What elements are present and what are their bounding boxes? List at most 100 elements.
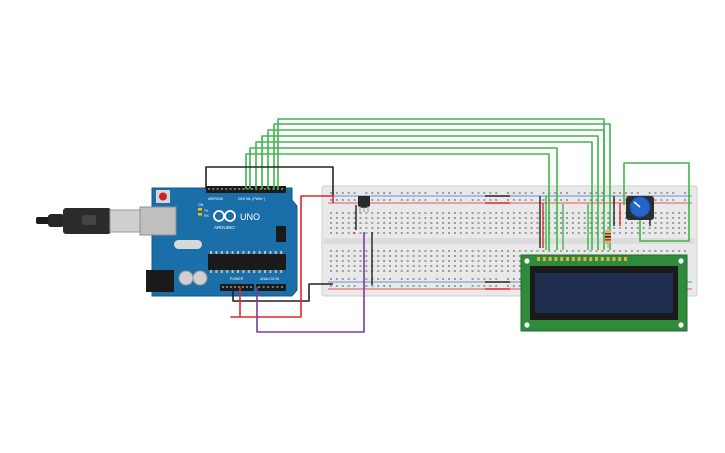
breadboard-hole <box>524 250 527 252</box>
breadboard-hole <box>489 255 492 257</box>
breadboard-hole <box>672 227 675 229</box>
breadboard-hole <box>577 232 580 234</box>
digital-header[interactable] <box>206 186 286 193</box>
breadboard-hole <box>501 212 504 214</box>
breadboard-hole <box>365 232 368 234</box>
chip-pin <box>231 270 234 273</box>
lcd-mount-hole-tl <box>524 258 530 264</box>
breadboard-hole <box>359 260 362 262</box>
breadboard-hole <box>418 222 421 224</box>
breadboard-hole <box>383 255 386 257</box>
lcd-mount-hole-br <box>678 322 684 328</box>
lcd-pin <box>548 257 552 261</box>
breadboard-hole <box>359 212 362 214</box>
chip-pin <box>258 251 261 254</box>
rail-hole <box>583 199 586 201</box>
potentiometer[interactable] <box>626 196 654 220</box>
breadboard-hole <box>347 222 350 224</box>
chip-pin <box>274 270 277 273</box>
wire-green-d11[interactable] <box>249 147 558 250</box>
analog-pin <box>276 286 279 288</box>
wire-black-gnd-bottom[interactable] <box>232 283 333 302</box>
rail-hole <box>560 199 563 201</box>
breadboard-hole <box>389 212 391 214</box>
breadboard-hole <box>424 217 427 219</box>
wire-green-d5[interactable] <box>255 141 593 250</box>
breadboard-hole <box>341 232 344 234</box>
breadboard-hole <box>566 250 568 252</box>
chip-pin <box>220 270 223 273</box>
rail-hole <box>412 199 415 201</box>
breadboard-hole <box>512 232 515 234</box>
breadboard-hole <box>660 227 663 229</box>
resistor[interactable] <box>605 226 611 248</box>
on-led-label: ON <box>198 203 204 207</box>
breadboard-hole <box>619 232 622 234</box>
breadboard-hole <box>583 227 586 229</box>
rail-hole <box>365 192 368 194</box>
analog-header[interactable] <box>256 284 286 291</box>
breadboard-hole <box>601 227 604 229</box>
rail-hole <box>524 199 527 201</box>
breadboard-hole <box>583 232 586 234</box>
wire-black-gnd-top[interactable] <box>205 166 334 196</box>
rail-hole <box>613 192 616 194</box>
rail-hole <box>412 278 415 280</box>
rail-hole <box>365 278 368 280</box>
chip-pin <box>237 270 239 273</box>
usb-cable[interactable] <box>36 208 143 234</box>
breadboard-hole <box>365 222 368 224</box>
breadboard-hole <box>501 250 504 252</box>
breadboard-hole <box>625 222 627 224</box>
rail-hole <box>589 199 592 201</box>
breadboard-hole <box>394 255 397 257</box>
lcd-16x2[interactable] <box>520 254 688 332</box>
power-pin <box>238 286 240 288</box>
breadboard-hole <box>353 212 356 214</box>
breadboard-hole <box>548 250 551 252</box>
breadboard-hole <box>448 270 450 272</box>
tmp36-body <box>358 196 370 208</box>
rail-hole <box>483 199 486 201</box>
breadboard-hole <box>601 232 604 234</box>
rail-hole <box>577 199 580 201</box>
rail-hole <box>477 199 480 201</box>
breadboard-hole <box>483 265 486 267</box>
rail-hole <box>483 278 486 280</box>
wire-green-rs[interactable] <box>277 118 605 212</box>
breadboard-hole <box>660 232 663 234</box>
wire-green-d12[interactable] <box>245 153 550 250</box>
breadboard-hole <box>400 212 403 214</box>
digital-pin <box>263 188 266 190</box>
breadboard-hole <box>595 212 598 214</box>
wire-purple-a0[interactable] <box>256 232 365 333</box>
breadboard-hole <box>518 217 521 219</box>
tmp36-sensor[interactable] <box>358 196 370 212</box>
breadboard-hole <box>465 222 468 224</box>
arduino-uno[interactable]: ARDUINO UNO ON TX RX DIGITAL (PWM~) AREF… <box>139 186 298 297</box>
chip-pin <box>231 251 234 254</box>
wire-green-pot[interactable] <box>623 162 690 242</box>
rail-hole <box>630 192 633 194</box>
power-header[interactable] <box>220 284 254 291</box>
breadboard-hole <box>330 250 332 252</box>
wire-red-5v[interactable] <box>230 195 334 318</box>
breadboard-hole <box>406 232 409 234</box>
chip-pin <box>269 251 272 254</box>
breadboard-hole <box>453 265 456 267</box>
wire-green-d2[interactable] <box>273 123 611 250</box>
breadboard-hole <box>495 250 498 252</box>
rail-hole <box>660 199 663 201</box>
breadboard-hole <box>335 232 338 234</box>
breadboard-hole <box>672 232 675 234</box>
wire-green-d4[interactable] <box>261 135 599 250</box>
breadboard-hole <box>477 270 480 272</box>
lcd-pin <box>589 257 593 261</box>
chip-pin <box>247 270 250 273</box>
lcd-pins[interactable] <box>537 257 627 261</box>
breadboard-hole <box>536 212 539 214</box>
lcd-mount-hole-tr <box>678 258 684 264</box>
breadboard-hole <box>330 270 332 272</box>
rail-hole <box>424 278 427 280</box>
